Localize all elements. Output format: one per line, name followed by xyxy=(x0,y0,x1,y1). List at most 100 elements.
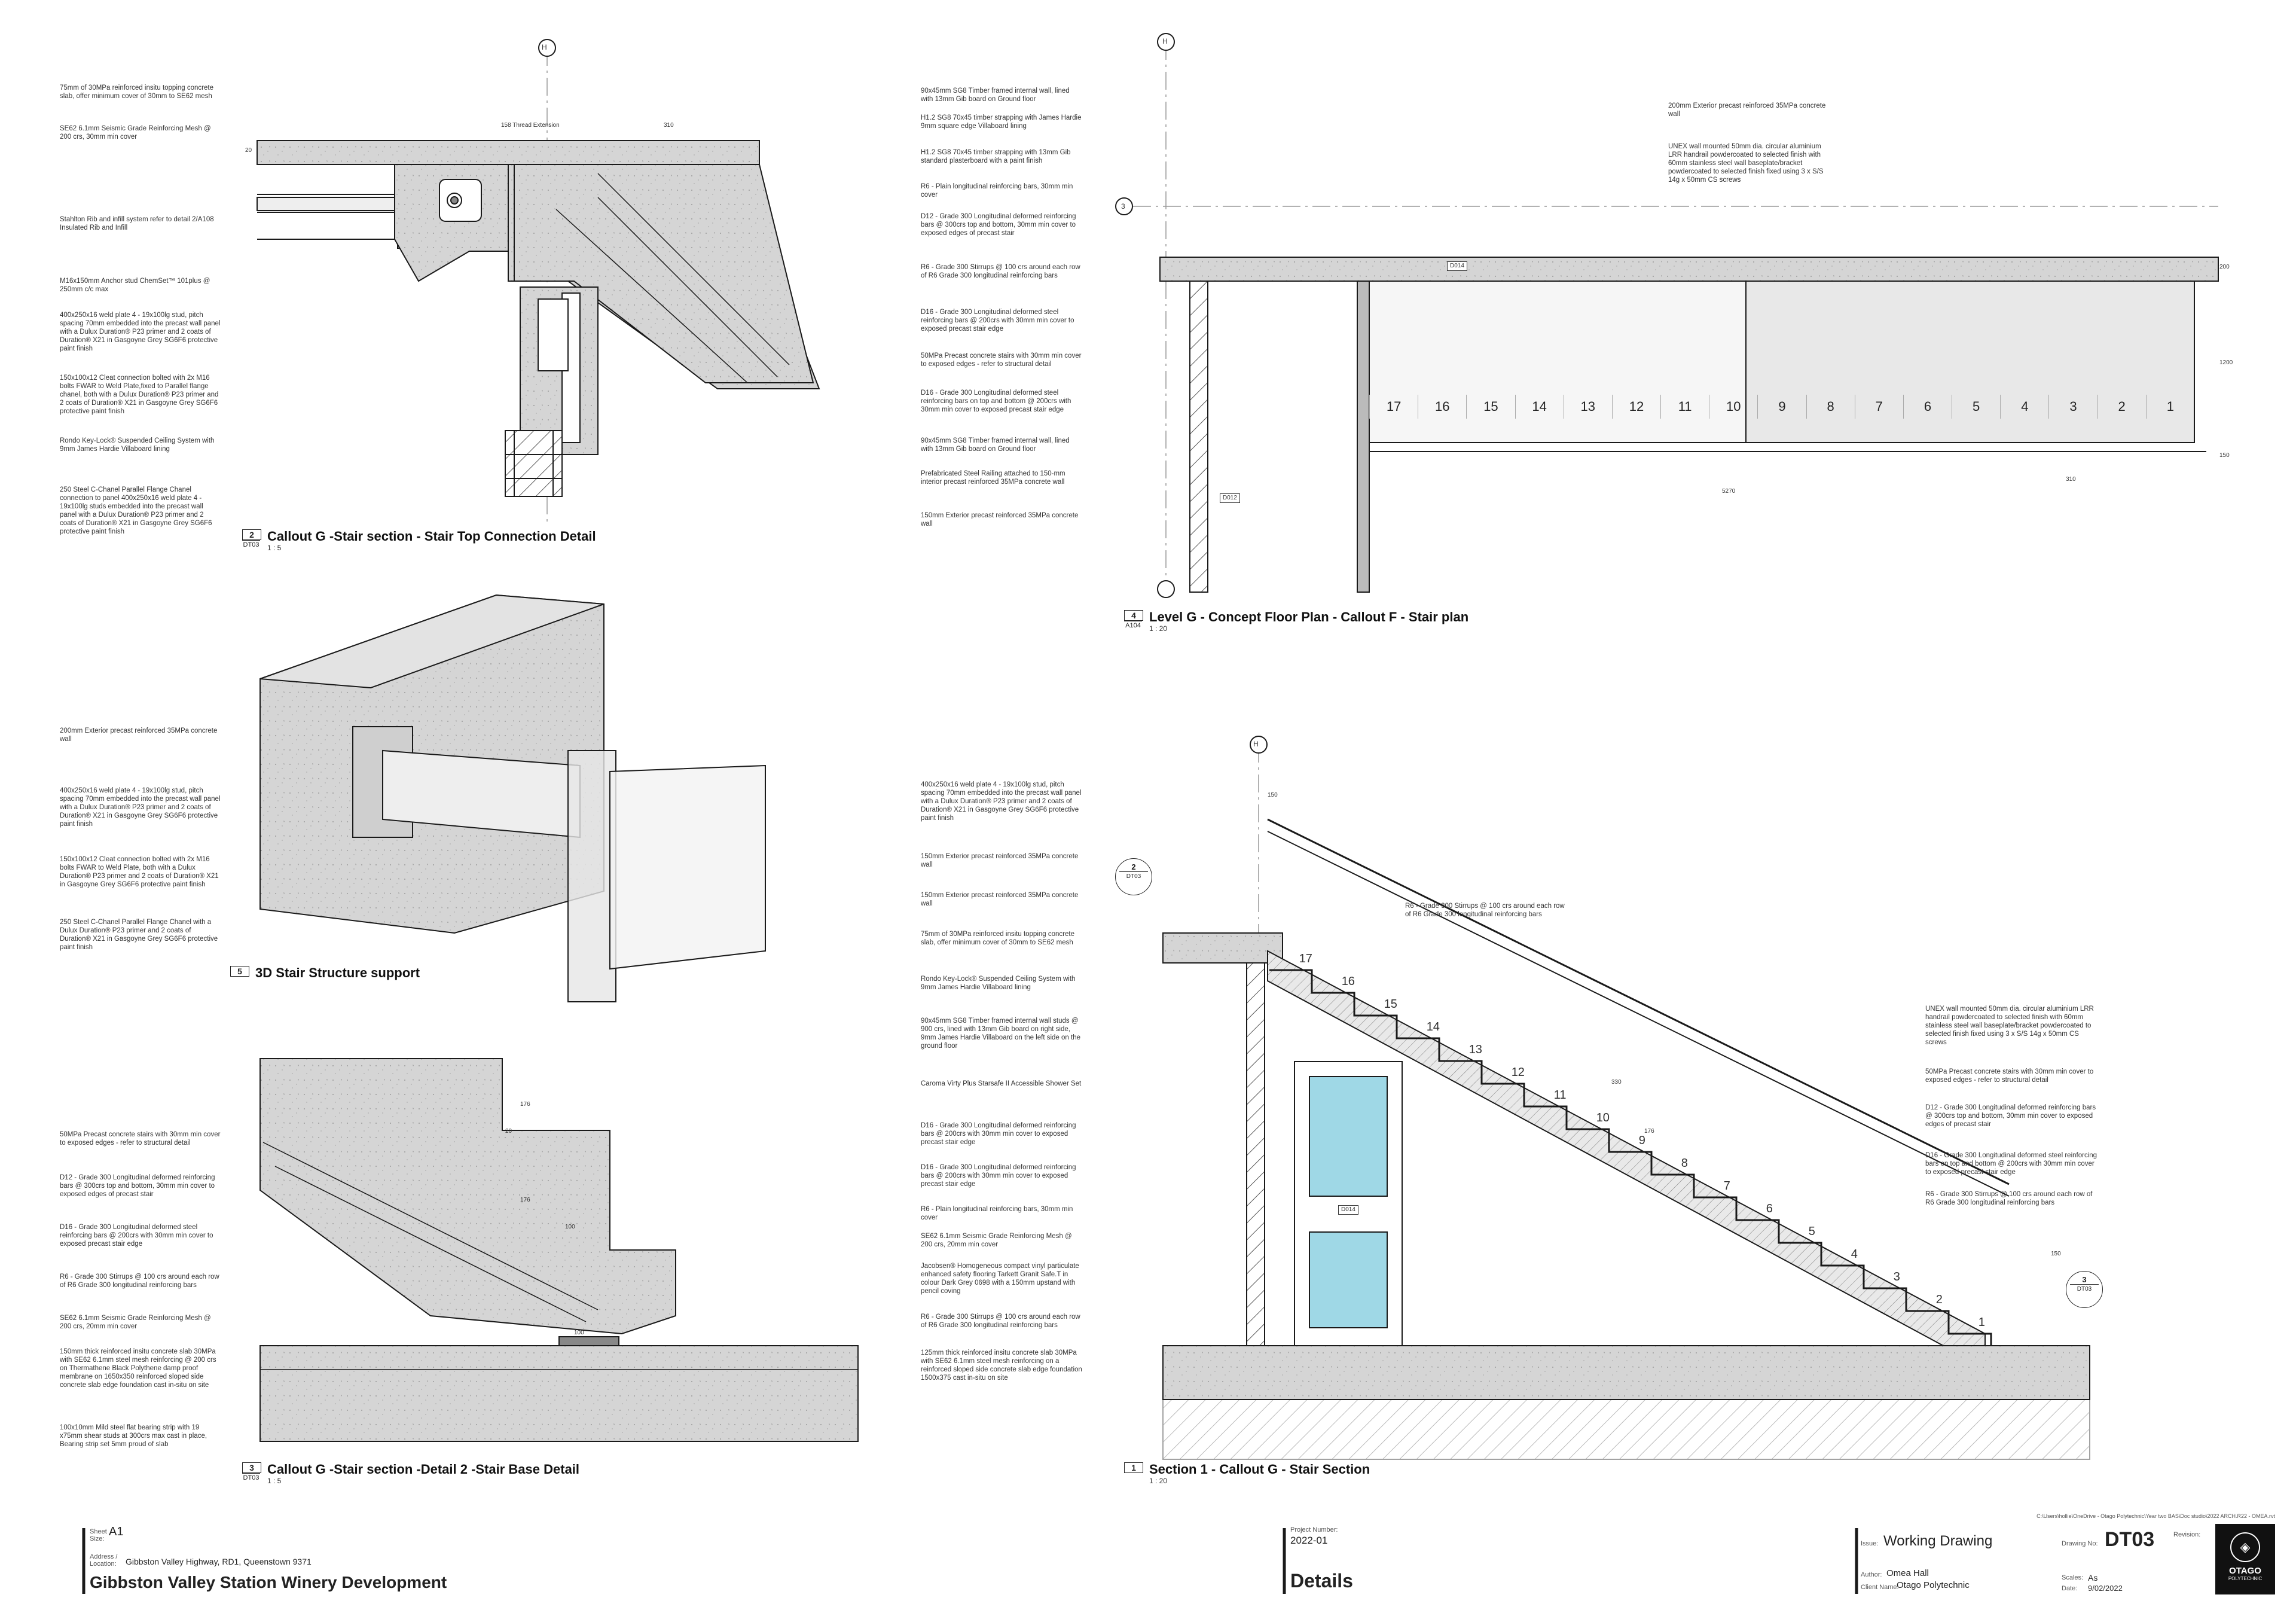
c2-note-0: 75mm of 30MPa reinforced insitu topping … xyxy=(60,84,213,100)
c2-note-3: M16x150mm Anchor stud ChemSet™ 101plus @… xyxy=(60,278,210,293)
c4-number: 4 xyxy=(1124,610,1143,621)
c1-step-13: 13 xyxy=(1468,1043,1482,1056)
tb-author-label: Author: xyxy=(1861,1571,1882,1578)
c2-rnote-8: D16 - Grade 300 Longitudinal deformed st… xyxy=(921,389,1071,413)
c2-rnote-5: R6 - Grade 300 Stirrups @ 100 crs around… xyxy=(921,264,1080,279)
c4-dim-0: 200 xyxy=(2219,264,2230,270)
c3-rnote-3: SE62 6.1mm Seismic Grade Reinforcing Mes… xyxy=(921,1233,1072,1248)
c1-step-15: 15 xyxy=(1384,998,1397,1011)
tb-client: Otago Polytechnic xyxy=(1897,1580,1970,1590)
tb-project-number: 2022-01 xyxy=(1290,1535,1328,1546)
c4-grid-1: 3 xyxy=(1121,202,1125,211)
callout1-section xyxy=(1162,736,2090,1460)
c3-note-1: D12 - Grade 300 Longitudinal deformed re… xyxy=(60,1174,215,1198)
c2-grid-h: H xyxy=(542,43,547,51)
c5-note-0: 200mm Exterior precast reinforced 35MPa … xyxy=(60,727,218,743)
tb-date-label: Date: xyxy=(2062,1585,2078,1592)
c1-dim-0: 150 xyxy=(1268,792,1278,798)
tb-project: Gibbston Valley Station Winery Developme… xyxy=(90,1573,447,1591)
c1-step-5: 5 xyxy=(1808,1225,1815,1238)
logo-sub: POLYTECHNIC xyxy=(2228,1576,2263,1581)
c2-note-5: 150x100x12 Cleat connection bolted with … xyxy=(60,374,219,415)
c4-door-1: D012 xyxy=(1220,493,1240,503)
c4-door-0: D014 xyxy=(1447,261,1467,271)
c4-tread-4: 4 xyxy=(2000,395,2048,419)
c4-tread-3: 3 xyxy=(2048,395,2097,419)
c2-rnote-9: 90x45mm SG8 Timber framed internal wall,… xyxy=(921,437,1070,453)
c1-number: 1 xyxy=(1124,1462,1143,1473)
c2-note-1: SE62 6.1mm Seismic Grade Reinforcing Mes… xyxy=(60,125,211,141)
c1-rnote-4: R6 - Grade 300 Stirrups @ 100 crs around… xyxy=(1925,1191,2093,1206)
c1-dim-3: 150 xyxy=(2051,1251,2061,1257)
callout5-3d xyxy=(259,594,766,1002)
c3-note-2: D16 - Grade 300 Longitudinal deformed st… xyxy=(60,1224,213,1248)
c3-dim-0: 176 xyxy=(520,1101,530,1108)
c4-dim-2: 150 xyxy=(2219,452,2230,459)
c1-rnote-0: UNEX wall mounted 50mm dia. circular alu… xyxy=(1925,1005,2094,1046)
c1-step-2: 2 xyxy=(1935,1293,1943,1306)
c4-tread-1: 1 xyxy=(2145,395,2194,419)
c2-scale: 1 : 5 xyxy=(267,544,282,552)
c2-rnote-11: 150mm Exterior precast reinforced 35MPa … xyxy=(921,512,1079,528)
c1-step-11: 11 xyxy=(1553,1089,1567,1102)
c5-note-3: 250 Steel C-Chanel Parallel Flange Chane… xyxy=(60,919,218,951)
c4-tread-14: 14 xyxy=(1515,395,1564,419)
tb-sheet-size: A1 xyxy=(109,1525,124,1538)
c2-dim-1: 310 xyxy=(664,122,674,129)
c3-note-3: R6 - Grade 300 Stirrups @ 100 crs around… xyxy=(60,1273,219,1289)
c4-tread-5: 5 xyxy=(1952,395,2000,419)
c4-dim-3: 310 xyxy=(2066,476,2076,483)
c4-tread-7: 7 xyxy=(1854,395,1903,419)
c2-dim-0: 158 Thread Extension xyxy=(501,122,560,129)
c5-note-2: 150x100x12 Cleat connection bolted with … xyxy=(60,856,219,888)
c4-tread-8: 8 xyxy=(1806,395,1855,419)
c1-step-7: 7 xyxy=(1723,1179,1730,1193)
c1-top-note: R6 - Grade 300 Stirrups @ 100 crs around… xyxy=(1405,903,1565,918)
c3-rnote-5: R6 - Grade 300 Stirrups @ 100 crs around… xyxy=(921,1313,1080,1329)
tb-path: C:\Users\hollie\OneDrive - Otago Polytec… xyxy=(2037,1513,2275,1519)
tb-scales-label: Scales: xyxy=(2062,1574,2084,1581)
c5-title: 3D Stair Structure support xyxy=(255,965,420,980)
c4-dim-4: 5270 xyxy=(1722,488,1736,495)
c4-note-1: UNEX wall mounted 50mm dia. circular alu… xyxy=(1668,143,1824,184)
c3-rnote-6: 125mm thick reinforced insitu concrete s… xyxy=(921,1349,1082,1382)
c4-tread-9: 9 xyxy=(1757,395,1806,419)
c5-note-1: 400x250x16 weld plate 4 - 19x100lg stud,… xyxy=(60,787,221,828)
c4-dim-1: 1200 xyxy=(2219,359,2233,366)
c4-tread-11: 11 xyxy=(1660,395,1709,419)
c4-tread-12: 12 xyxy=(1611,395,1660,419)
c4-tread-13: 13 xyxy=(1563,395,1612,419)
c5-rnote-0: 400x250x16 weld plate 4 - 19x100lg stud,… xyxy=(921,781,1082,822)
c4-tread-10: 10 xyxy=(1709,395,1757,419)
tb-project-number-label: Project Number: xyxy=(1290,1526,1338,1533)
c5-number: 5 xyxy=(230,966,249,977)
c1-dim-2: 176 xyxy=(1644,1128,1654,1135)
c1-dim-1: 330 xyxy=(1611,1079,1622,1086)
c2-rnote-4: D12 - Grade 300 Longitudinal deformed re… xyxy=(921,213,1076,237)
c2-rnote-2: H1.2 SG8 70x45 timber strapping with 13m… xyxy=(921,149,1071,164)
tb-address: Gibbston Valley Highway, RD1, Queenstown… xyxy=(126,1557,312,1566)
tb-issue-label: Issue: xyxy=(1861,1540,1879,1547)
c4-ref: A104 xyxy=(1124,621,1142,630)
c3-rnote-0: D16 - Grade 300 Longitudinal deformed re… xyxy=(921,1122,1076,1146)
tb-drawing-no-label: Drawing No: xyxy=(2062,1540,2098,1547)
c3-dim-2: 176 xyxy=(520,1197,530,1203)
c3-note-6: 100x10mm Mild steel flat bearing strip w… xyxy=(60,1424,207,1448)
c1-note-0: 75mm of 30MPa reinforced insitu topping … xyxy=(921,931,1074,946)
c2-rnote-0: 90x45mm SG8 Timber framed internal wall,… xyxy=(921,87,1070,103)
tb-date: 9/02/2022 xyxy=(2088,1584,2123,1593)
c1-callout-bubble-1[interactable]: 3 DT03 xyxy=(2066,1271,2103,1308)
c1-grid-h: H xyxy=(1253,740,1259,748)
c1-callout-bubble-0[interactable]: 2 DT03 xyxy=(1115,858,1152,895)
c2-ref: DT03 xyxy=(242,540,260,548)
c2-rnote-6: D16 - Grade 300 Longitudinal deformed st… xyxy=(921,309,1074,333)
logo-text: OTAGO xyxy=(2229,1566,2261,1576)
logo-mark-icon: ◈ xyxy=(2230,1532,2260,1562)
tb-scales: As xyxy=(2088,1573,2098,1583)
callout5-title: 5 3D Stair Structure support xyxy=(230,966,420,980)
c1-note-1: Rondo Key-Lock® Suspended Ceiling System… xyxy=(921,975,1076,991)
c3-note-4: SE62 6.1mm Seismic Grade Reinforcing Mes… xyxy=(60,1315,211,1330)
c4-tread-2: 2 xyxy=(2097,395,2146,419)
